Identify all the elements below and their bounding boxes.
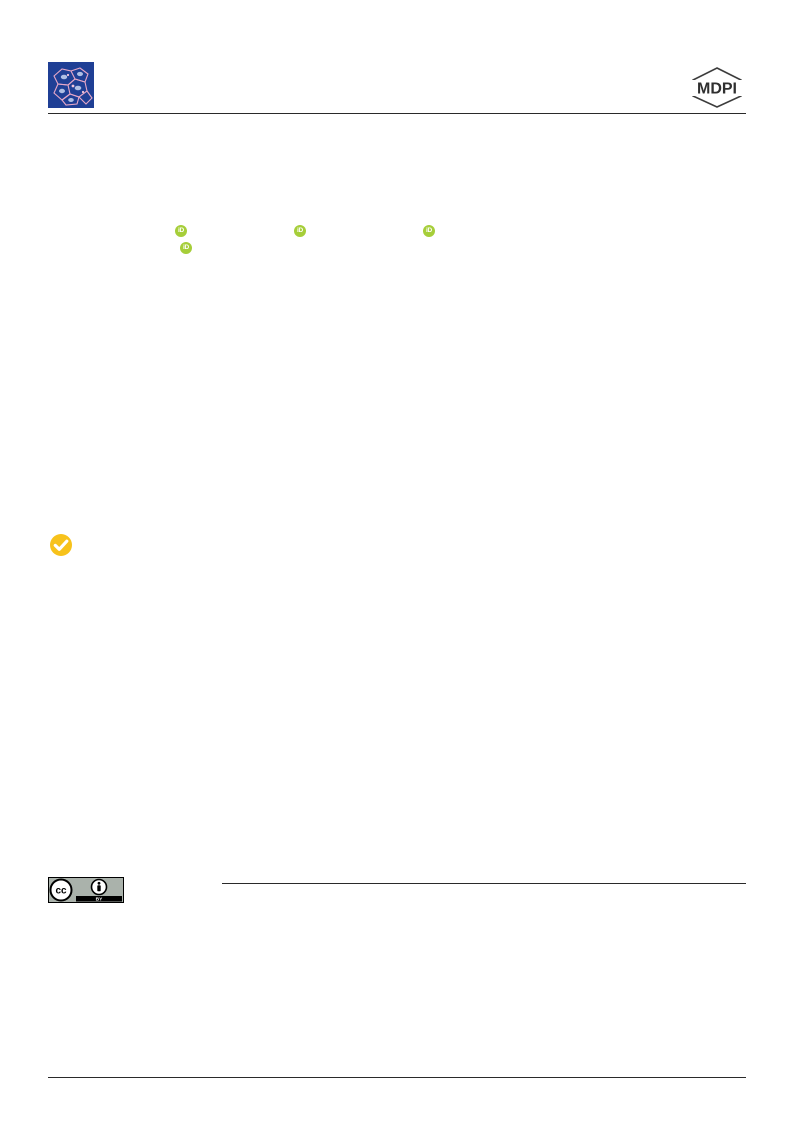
mdpi-logo-icon: MDPI — [689, 67, 745, 108]
orcid-icon[interactable]: iD — [180, 242, 192, 254]
header-rule — [48, 113, 746, 114]
check-for-updates-badge[interactable] — [49, 533, 73, 557]
journal-logo[interactable] — [48, 62, 94, 108]
orcid-icon[interactable]: iD — [423, 225, 435, 237]
publisher-logo-text: MDPI — [697, 81, 737, 98]
cc-by-license-badge[interactable]: cc BY — [48, 877, 124, 903]
footer-rule — [48, 1077, 746, 1078]
by-text: BY — [96, 897, 103, 903]
cc-text: cc — [55, 886, 67, 897]
license-rule — [222, 883, 746, 884]
publisher-logo[interactable]: MDPI — [688, 66, 746, 108]
orcid-icon[interactable]: iD — [294, 225, 306, 237]
check-for-updates-icon — [50, 534, 72, 556]
cell-network-icon — [48, 62, 94, 108]
cc-by-icon: cc BY — [48, 877, 124, 903]
orcid-icon[interactable]: iD — [175, 225, 187, 237]
